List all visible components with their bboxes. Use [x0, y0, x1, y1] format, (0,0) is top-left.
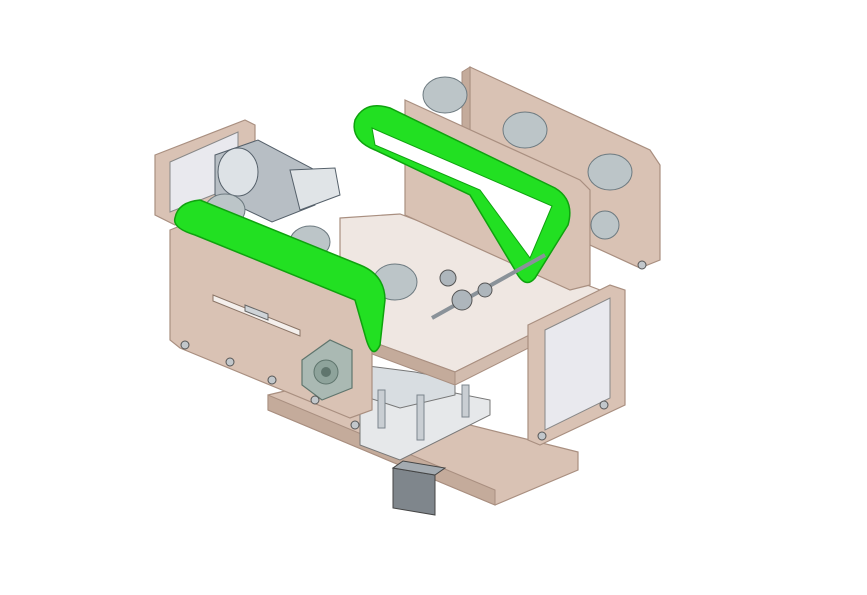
- spur-gear: [451, 289, 473, 311]
- bolt: [267, 375, 277, 385]
- rear-pulley-group: [422, 76, 633, 240]
- bottom-stepper-motor: [391, 460, 447, 516]
- spur-gear: [439, 269, 457, 287]
- guide-rod: [461, 384, 470, 418]
- pulley: [590, 210, 620, 240]
- bolt: [537, 431, 547, 441]
- fastener-bolts: [180, 260, 647, 441]
- bolt: [599, 400, 609, 410]
- cross-shaft: [431, 253, 546, 320]
- bolt: [637, 260, 647, 270]
- pulley: [587, 153, 633, 191]
- flange-bearing: [301, 339, 353, 401]
- lift-guide-block: [359, 364, 491, 461]
- front-drive-belt: [173, 199, 386, 353]
- guide-rod: [377, 389, 386, 429]
- bolt: [225, 357, 235, 367]
- pulley: [502, 111, 548, 149]
- bolt: [310, 395, 320, 405]
- bolt: [350, 420, 360, 430]
- guide-rod: [416, 394, 425, 441]
- spur-gear: [477, 282, 493, 298]
- pulley: [422, 76, 468, 114]
- bolt: [180, 340, 190, 350]
- rear-drive-belt: [353, 105, 571, 284]
